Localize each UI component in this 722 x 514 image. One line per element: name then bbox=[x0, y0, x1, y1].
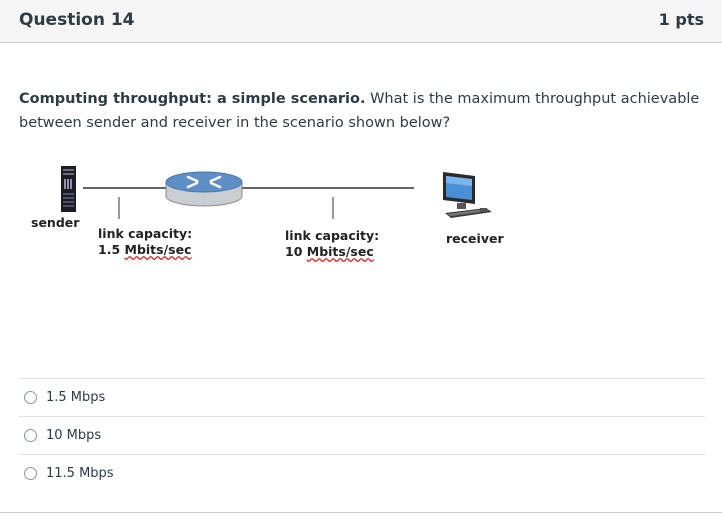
link-1-rate: 1.5 bbox=[98, 242, 125, 257]
link-1-capacity-value: 1.5 Mbits/sec bbox=[98, 242, 192, 258]
link-1-capacity-heading: link capacity: bbox=[98, 226, 193, 241]
answer-label: 1.5 Mbps bbox=[46, 390, 106, 405]
sender-label: sender bbox=[31, 215, 80, 230]
question-points: 1 pts bbox=[658, 10, 704, 29]
answer-option[interactable]: 11.5 Mbps bbox=[19, 454, 705, 492]
link-2-unit: Mbits/sec bbox=[306, 244, 374, 259]
link-2-capacity-value: 10 Mbits/sec bbox=[285, 244, 379, 260]
answer-list: 1.5 Mbps 10 Mbps 11.5 Mbps bbox=[19, 378, 705, 492]
answer-option[interactable]: 1.5 Mbps bbox=[19, 378, 705, 416]
question-lead: Computing throughput: a simple scenario. bbox=[19, 91, 366, 107]
question-header: Question 14 1 pts bbox=[0, 0, 722, 43]
question-prompt: Computing throughput: a simple scenario.… bbox=[19, 87, 709, 135]
link-1-capacity-label: link capacity: 1.5 Mbits/sec bbox=[98, 226, 192, 258]
link-2-rate: 10 bbox=[285, 244, 307, 259]
network-diagram-graphic bbox=[61, 166, 492, 219]
question-text: What is the maximum throughput achievabl… bbox=[19, 91, 700, 131]
link-2-capacity-label: link capacity: 10 Mbits/sec bbox=[285, 228, 379, 260]
link-1-unit: Mbits/sec bbox=[124, 242, 192, 257]
radio-button[interactable] bbox=[24, 429, 37, 442]
receiver-label: receiver bbox=[446, 231, 504, 246]
computer-icon bbox=[443, 172, 492, 218]
network-diagram: sender receiver link capacity: 1.5 Mbits… bbox=[0, 160, 722, 280]
bottom-divider bbox=[0, 512, 722, 513]
answer-option[interactable]: 10 Mbps bbox=[19, 416, 705, 454]
server-icon bbox=[61, 166, 76, 212]
radio-button[interactable] bbox=[24, 467, 37, 480]
answer-label: 10 Mbps bbox=[46, 428, 102, 443]
answer-label: 11.5 Mbps bbox=[46, 466, 114, 481]
question-title: Question 14 bbox=[19, 10, 135, 30]
radio-button[interactable] bbox=[24, 391, 37, 404]
link-2-capacity-heading: link capacity: bbox=[285, 228, 380, 243]
router-icon bbox=[165, 171, 243, 207]
